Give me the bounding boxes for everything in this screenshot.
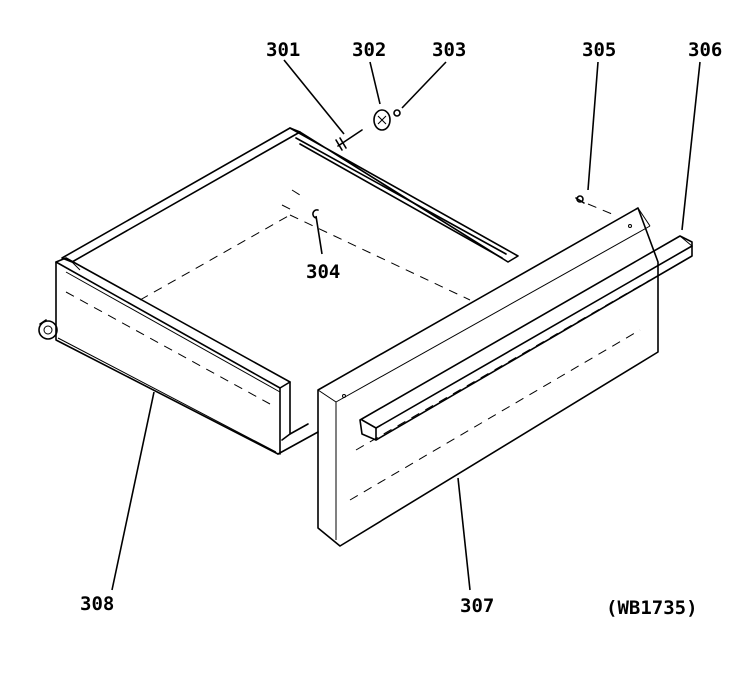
callout-label-302: 302: [352, 39, 386, 61]
diagram-code: (WB1735): [606, 597, 698, 619]
callout-label-301: 301: [266, 39, 300, 61]
callout-label-307: 307: [460, 595, 494, 617]
roller-302: [373, 109, 391, 131]
callout-label-304: 304: [306, 261, 340, 283]
callout-label-308: 308: [80, 593, 114, 615]
screw-305: [575, 195, 613, 215]
drawer-handle: [359, 235, 693, 441]
callout-label-305: 305: [582, 39, 616, 61]
callout-label-303: 303: [432, 39, 466, 61]
screw-301: [335, 129, 363, 151]
drawer-body: [38, 127, 519, 455]
leader-lines: [111, 59, 701, 591]
washer-303: [393, 109, 401, 117]
callout-label-306: 306: [688, 39, 722, 61]
clip-304: [312, 209, 319, 219]
drawer-front-panel: [317, 207, 659, 547]
